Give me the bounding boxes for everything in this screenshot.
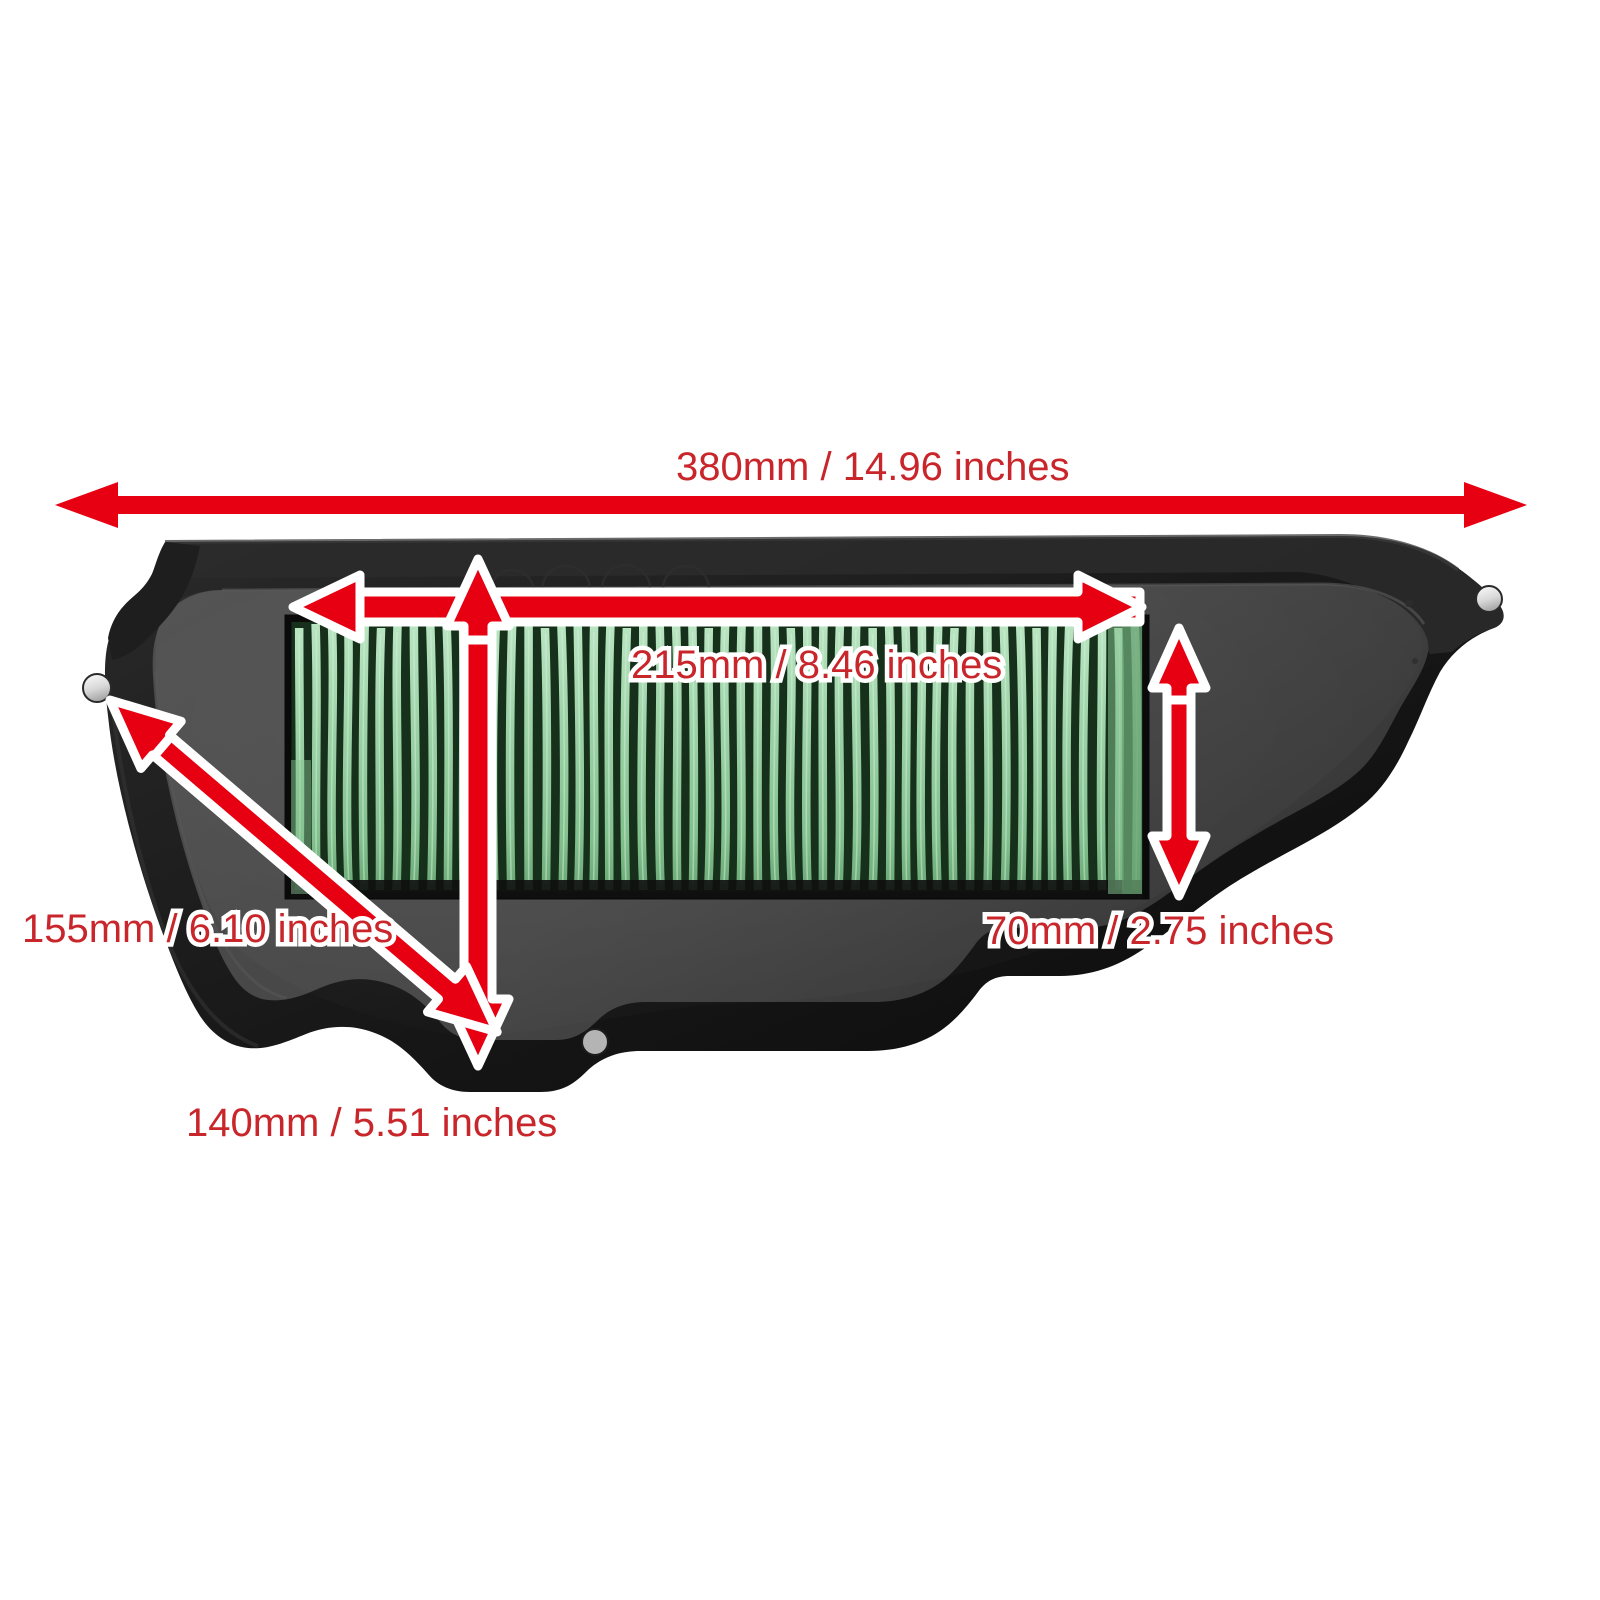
- filter-pleat-highlight: [854, 629, 858, 885]
- filter-pleat-highlight: [592, 631, 596, 885]
- filter-pleat-highlight: [739, 631, 743, 885]
- filter-pleat-highlight: [919, 629, 924, 885]
- filter-pleat-highlight: [378, 633, 382, 885]
- filter-pleat-highlight: [968, 629, 972, 885]
- filter-pleat: [620, 628, 632, 890]
- filter-pleat: [604, 624, 615, 890]
- filter-pleat-highlight: [640, 631, 645, 885]
- mounting-hole-right: [1476, 586, 1502, 612]
- pleated-filter-media: [291, 622, 1143, 892]
- filter-pleat-highlight: [772, 629, 777, 885]
- filter-pleat: [947, 628, 959, 890]
- filter-pleat: [1015, 624, 1028, 890]
- filter-pleat-highlight: [756, 629, 759, 885]
- filter-pleat-highlight: [905, 629, 908, 885]
- filter-pleat-highlight: [935, 631, 939, 885]
- filter-pleat-highlight: [723, 629, 727, 885]
- filter-pleat-highlight: [623, 633, 628, 885]
- mounting-hole-bottom: [582, 1029, 608, 1055]
- filter-pleat-highlight: [1065, 629, 1070, 885]
- filter-pleat-highlight: [607, 629, 611, 885]
- filter-pleat-highlight: [1019, 629, 1024, 885]
- label-hole-to-hole-diagonal: 155mm / 6.10 inches 155mm / 6.10 inches: [17, 903, 397, 956]
- filter-pleat-highlight: [837, 631, 841, 885]
- filter-pleat-highlight: [805, 629, 809, 885]
- label-overall-height: 140mm / 5.51 inches 140mm / 5.51 inches: [186, 1101, 558, 1145]
- label-overall-length: 380mm / 14.96 inches 380mm / 14.96 inche…: [676, 445, 1070, 489]
- filter-pleat-highlight: [315, 629, 318, 885]
- filter-pleat-highlight: [1050, 629, 1054, 885]
- filter-pleat-highlight: [821, 629, 824, 885]
- filter-pleat-highlight: [951, 633, 955, 885]
- label-element-length: 215mm / 8.46 inches 215mm / 8.46 inches: [626, 639, 1006, 692]
- filter-pleat-highlight: [986, 631, 990, 885]
- filter-pleat: [557, 624, 569, 890]
- filter-pleat-highlight: [362, 629, 366, 885]
- filter-pleat-highlight: [446, 631, 450, 885]
- label-element-height: 70mm / 2.75 inches 70mm / 2.75 inches: [980, 905, 1338, 958]
- filter-pleat: [1062, 624, 1074, 890]
- filter-pleat-highlight: [658, 629, 662, 885]
- filter-pleat-highlight: [1100, 629, 1103, 885]
- filter-pleat-highlight: [691, 631, 695, 885]
- arrow-element-height: [1147, 623, 1211, 901]
- filter-pleat-highlight: [395, 631, 399, 885]
- filter-pleat: [884, 626, 896, 890]
- arrow-hole-to-hole-diagonal: [105, 695, 502, 1037]
- filter-pleat: [999, 624, 1011, 890]
- filter-pleat-highlight: [1082, 631, 1086, 885]
- filter-pleat: [505, 624, 517, 890]
- arrow-overall-length: [55, 482, 1527, 528]
- filter-pleat: [540, 628, 552, 890]
- mounting-hole-left: [83, 674, 111, 702]
- filter-pleat-highlight: [871, 633, 876, 885]
- filter-pleat-highlight: [330, 629, 334, 885]
- filter-pleat-highlight: [413, 629, 417, 885]
- filter-pleat: [375, 628, 386, 890]
- filter-pleat-highlight: [509, 629, 513, 885]
- arrow-element-length: [288, 570, 1147, 644]
- filter-pleat: [426, 624, 438, 890]
- filter-pleat-highlight: [1003, 629, 1008, 885]
- filter-pleat-highlight: [577, 629, 581, 885]
- filter-pleat-highlight: [707, 633, 711, 885]
- filter-pleat-highlight: [346, 631, 350, 885]
- filter-pleat: [931, 626, 943, 890]
- filter-pleat-highlight: [544, 633, 548, 885]
- filter-pleat-highlight: [789, 633, 793, 885]
- filter-pleat-highlight: [1035, 633, 1039, 885]
- filter-pleat: [1078, 626, 1090, 890]
- filter-pleat-highlight: [675, 629, 679, 885]
- filter-pleat: [442, 626, 453, 890]
- filter-pleat-highlight: [888, 631, 892, 885]
- filter-pleat-highlight: [561, 629, 565, 885]
- filter-pleat-highlight: [430, 629, 434, 885]
